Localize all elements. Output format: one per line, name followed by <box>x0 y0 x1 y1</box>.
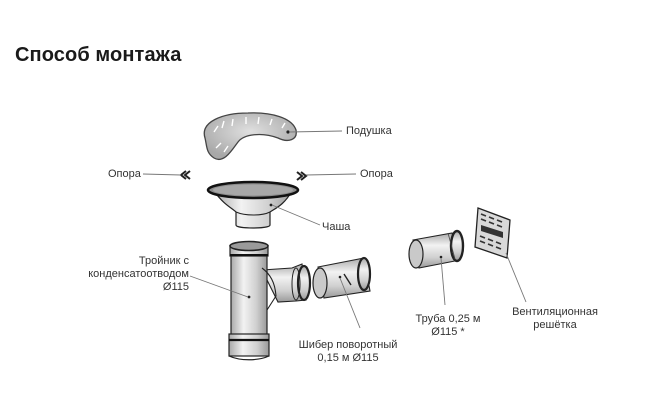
label-pipe-line2: Ø115 * <box>431 326 465 338</box>
damper-illustration <box>312 256 372 299</box>
bowl-illustration <box>206 180 300 229</box>
label-tee-line1: Тройник с <box>138 255 189 267</box>
label-bowl: Чаша <box>322 221 351 233</box>
label-pipe: Труба 0,25 м Ø115 * <box>408 313 488 339</box>
label-grille-line2: решётка <box>533 319 577 331</box>
label-grille-line1: Вентиляционная <box>512 306 598 318</box>
label-tee: Тройник с конденсатоотводом Ø115 <box>80 255 189 294</box>
tee-illustration <box>228 240 312 361</box>
label-damper: Шибер поворотный 0,15 м Ø115 <box>290 339 406 365</box>
label-tee-line3: Ø115 <box>162 281 189 293</box>
label-grille: Вентиляционная решётка <box>500 306 610 332</box>
page-title: Способ монтажа <box>15 44 182 66</box>
support-left-illustration <box>179 170 191 180</box>
cushion-illustration <box>203 112 297 161</box>
label-damper-line1: Шибер поворотный <box>298 339 398 351</box>
grille-illustration <box>474 207 511 259</box>
label-pipe-line1: Труба 0,25 м <box>415 313 481 325</box>
label-damper-line2: 0,15 м Ø115 <box>317 352 379 364</box>
label-cushion: Подушка <box>346 125 392 137</box>
label-tee-line2: конденсатоотводом <box>88 268 189 280</box>
support-right-illustration <box>296 171 308 181</box>
label-support-left: Опора <box>108 168 141 180</box>
pipe-illustration <box>408 229 465 269</box>
label-support-right: Опора <box>360 168 393 180</box>
